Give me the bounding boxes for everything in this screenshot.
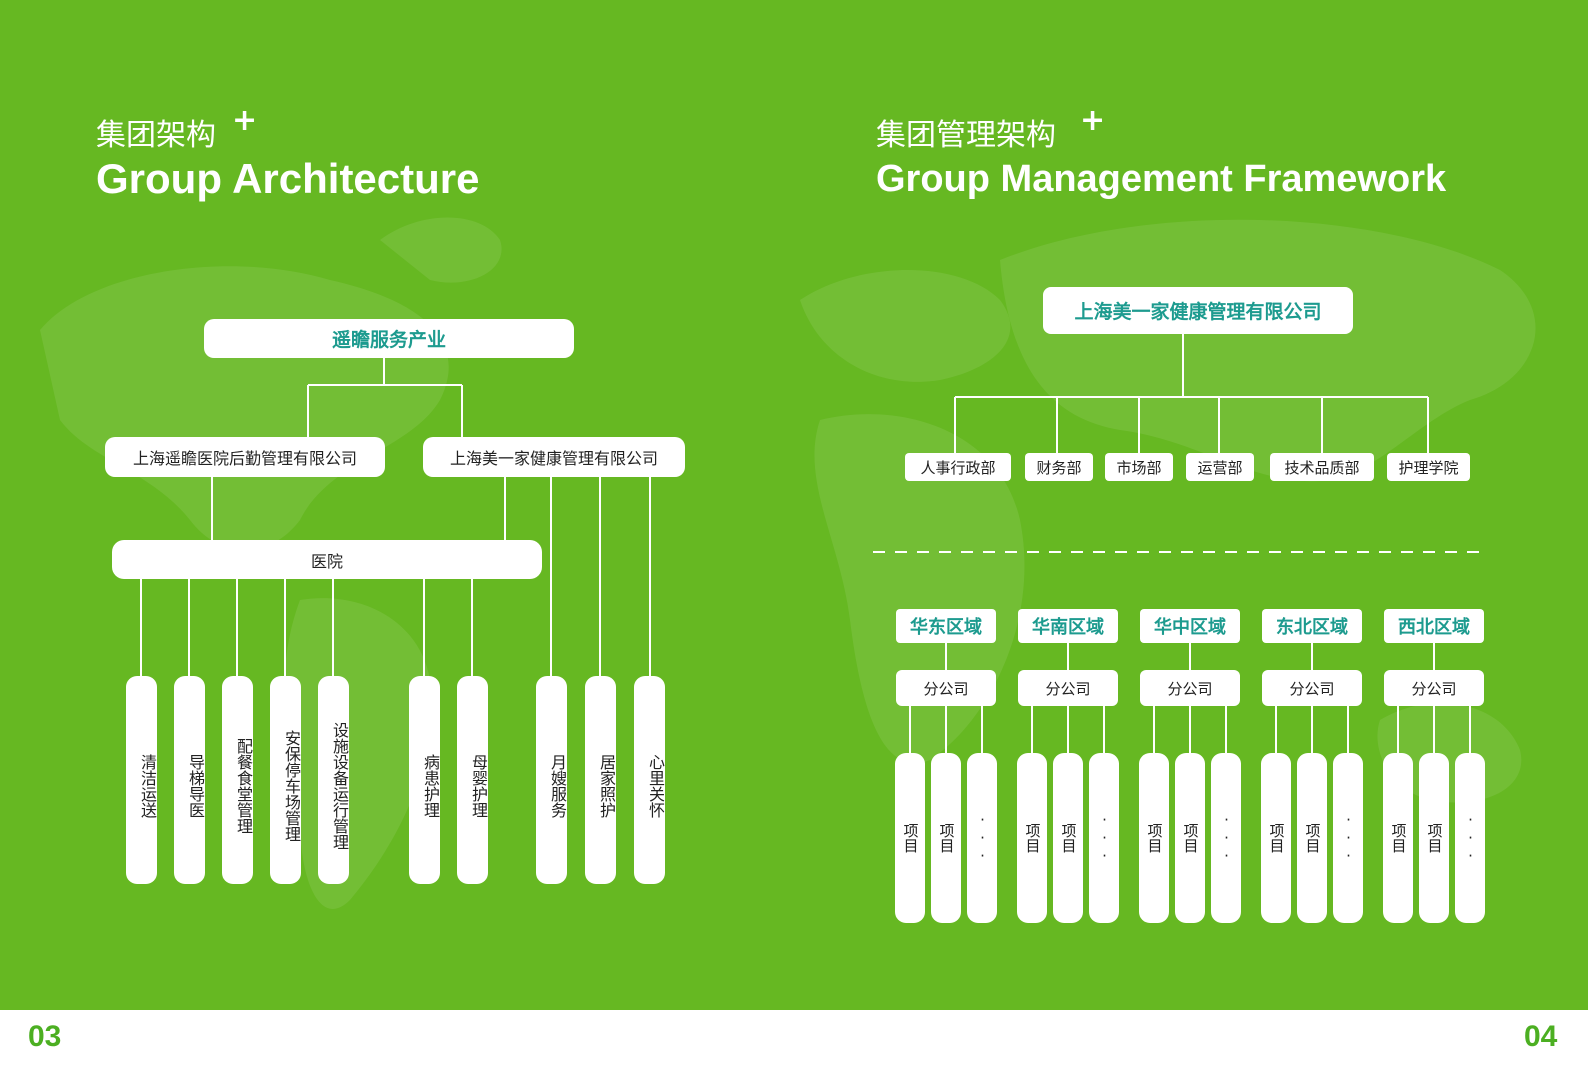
left-title-plus-icon: + [232,103,258,138]
service-security: 安保停车场管理 [270,676,301,884]
right-root-box: 上海美一家健康管理有限公司 [1043,287,1353,334]
right-title-plus-icon: + [1080,103,1106,138]
company-box-yaozhan: 上海遥瞻医院后勤管理有限公司 [105,437,385,477]
branch-east: 分公司 [896,670,996,706]
footer-bar [0,1010,1588,1078]
service-cleaning: 清洁运送 [126,676,157,884]
service-guide: 导梯导医 [174,676,205,884]
project-east-2: 项目 [931,753,961,923]
region-east: 华东区域 [896,609,996,643]
region-central: 华中区域 [1140,609,1240,643]
right-title-en: Group Management Framework [876,158,1447,200]
right-connector-lines [873,333,1488,755]
left-root-box: 遥瞻服务产业 [204,319,574,358]
project-northwest-2: 项目 [1419,753,1449,923]
service-home-care: 居家照护 [585,676,616,884]
dept-tech-quality: 技术品质部 [1270,453,1374,481]
dept-hr-admin: 人事行政部 [905,453,1011,481]
right-title-zh: 集团管理架构 [876,118,1056,153]
service-catering: 配餐食堂管理 [222,676,253,884]
region-northeast: 东北区域 [1262,609,1362,643]
branch-northeast: 分公司 [1262,670,1362,706]
project-northeast-1: 项目 [1261,753,1291,923]
project-central-more: ··· [1211,753,1241,923]
project-northwest-more: ··· [1455,753,1485,923]
project-northwest-1: 项目 [1383,753,1413,923]
page-number-right: 04 [1524,1020,1558,1053]
project-south-more: ··· [1089,753,1119,923]
service-counseling: 心里关怀 [634,676,665,884]
left-connector-lines [140,357,651,678]
dept-finance: 财务部 [1025,453,1093,481]
left-title-en: Group Architecture [96,155,480,202]
service-nanny: 月嫂服务 [536,676,567,884]
project-central-1: 项目 [1139,753,1169,923]
dept-operations: 运营部 [1186,453,1254,481]
company-box-meiyijia: 上海美一家健康管理有限公司 [423,437,685,477]
region-south: 华南区域 [1018,609,1118,643]
project-northeast-2: 项目 [1297,753,1327,923]
project-northeast-more: ··· [1333,753,1363,923]
service-facilities: 设施设备运行管理 [318,676,349,884]
region-northwest: 西北区域 [1384,609,1484,643]
page-number-left: 03 [28,1020,62,1053]
service-maternal-care: 母婴护理 [457,676,488,884]
project-south-2: 项目 [1053,753,1083,923]
branch-northwest: 分公司 [1384,670,1484,706]
dept-nursing-college: 护理学院 [1387,453,1470,481]
project-east-more: ··· [967,753,997,923]
hospital-box: 医院 [112,540,542,579]
branch-south: 分公司 [1018,670,1118,706]
dept-marketing: 市场部 [1105,453,1173,481]
project-south-1: 项目 [1017,753,1047,923]
project-east-1: 项目 [895,753,925,923]
branch-central: 分公司 [1140,670,1240,706]
service-patient-care: 病患护理 [409,676,440,884]
project-central-2: 项目 [1175,753,1205,923]
left-title-zh: 集团架构 [96,118,216,153]
